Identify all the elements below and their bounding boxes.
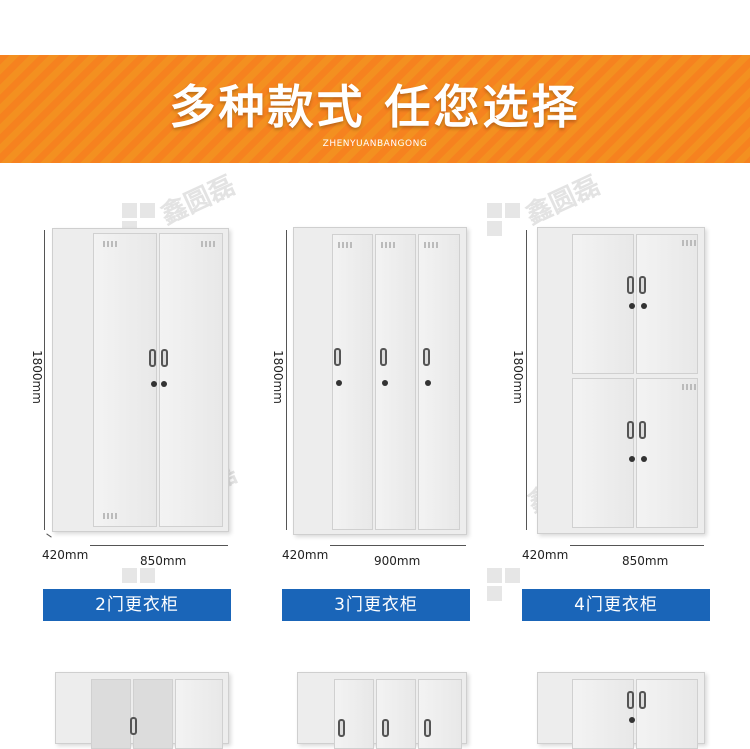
depth-dimension: 420mm xyxy=(42,548,89,562)
lock-icon xyxy=(161,381,167,387)
cabinet-door xyxy=(334,679,374,749)
lock-icon xyxy=(382,380,388,386)
height-dimension: 1800mm xyxy=(511,350,525,404)
lock-icon xyxy=(151,381,157,387)
cabinet-door xyxy=(636,378,698,528)
handle-icon xyxy=(627,276,634,294)
header-banner: 多种款式 任您选择 ZHENYUANBANGONG xyxy=(0,55,750,163)
vent-icon xyxy=(424,242,438,248)
cabinet-image xyxy=(297,672,467,749)
vent-icon xyxy=(201,241,215,247)
vent-icon xyxy=(103,241,117,247)
cabinet-door xyxy=(636,679,698,749)
handle-icon xyxy=(338,719,345,737)
cabinet-image xyxy=(537,672,705,749)
lock-icon xyxy=(629,717,635,723)
cabinet-image xyxy=(537,227,705,534)
handle-icon xyxy=(639,421,646,439)
cabinet-door xyxy=(376,679,416,749)
banner-subtitle: ZHENYUANBANGONG xyxy=(322,139,428,149)
lock-icon xyxy=(425,380,431,386)
handle-icon xyxy=(627,421,634,439)
lock-icon xyxy=(641,303,647,309)
vent-icon xyxy=(338,242,352,248)
vent-icon xyxy=(103,513,117,519)
product-label: 4门更衣柜 xyxy=(522,589,710,621)
vent-icon xyxy=(682,240,696,246)
cabinet-image xyxy=(55,672,229,749)
lock-icon xyxy=(641,456,647,462)
handle-icon xyxy=(639,691,646,709)
cabinet-door xyxy=(175,679,223,749)
handle-icon xyxy=(627,691,634,709)
width-dimension: 850mm xyxy=(140,554,187,568)
depth-dimension: 420mm xyxy=(522,548,569,562)
cabinet-image xyxy=(293,227,467,535)
cabinet-door xyxy=(418,679,462,749)
cabinet-door xyxy=(133,679,173,749)
cabinet-door xyxy=(93,233,157,527)
cabinet-image xyxy=(52,228,229,532)
cabinet-door xyxy=(572,378,634,528)
handle-icon xyxy=(423,348,430,366)
cabinet-door xyxy=(572,679,634,749)
height-dimension: 1800mm xyxy=(30,350,44,404)
vent-icon xyxy=(381,242,395,248)
handle-icon xyxy=(382,719,389,737)
height-dimension: 1800mm xyxy=(271,350,285,404)
handle-icon xyxy=(424,719,431,737)
product-label: 2门更衣柜 xyxy=(43,589,231,621)
cabinet-door xyxy=(375,234,416,530)
lock-icon xyxy=(629,456,635,462)
handle-icon xyxy=(380,348,387,366)
cabinet-door xyxy=(572,234,634,374)
lock-icon xyxy=(336,380,342,386)
product-label: 3门更衣柜 xyxy=(282,589,470,621)
width-dimension: 900mm xyxy=(374,554,421,568)
lock-icon xyxy=(629,303,635,309)
cabinet-door xyxy=(91,679,131,749)
vent-icon xyxy=(682,384,696,390)
cabinet-door xyxy=(159,233,223,527)
banner-title: 多种款式 任您选择 xyxy=(169,80,581,134)
handle-icon xyxy=(161,349,168,367)
handle-icon xyxy=(149,349,156,367)
depth-dimension: 420mm xyxy=(282,548,329,562)
handle-icon xyxy=(639,276,646,294)
handle-icon xyxy=(130,717,137,735)
handle-icon xyxy=(334,348,341,366)
width-dimension: 850mm xyxy=(622,554,669,568)
